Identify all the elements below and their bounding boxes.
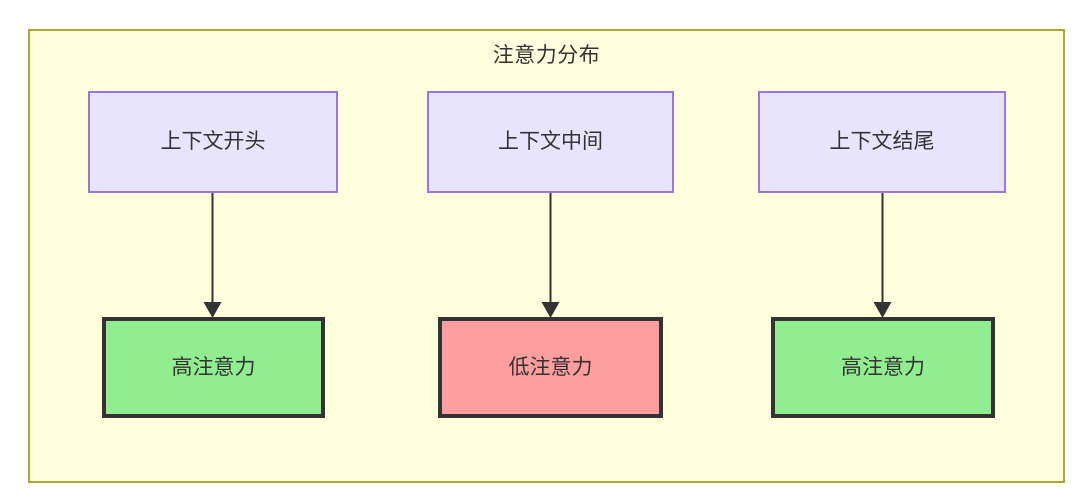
node-context-end[interactable]: 上下文结尾 — [758, 91, 1006, 193]
node-context-middle[interactable]: 上下文中间 — [427, 91, 674, 193]
node-attention-end-high[interactable]: 高注意力 — [771, 317, 995, 418]
node-attention-middle-low[interactable]: 低注意力 — [438, 317, 663, 418]
node-context-start[interactable]: 上下文开头 — [88, 91, 338, 193]
node-attention-start-high[interactable]: 高注意力 — [102, 317, 325, 418]
subgraph-title: 注意力分布 — [492, 43, 601, 67]
